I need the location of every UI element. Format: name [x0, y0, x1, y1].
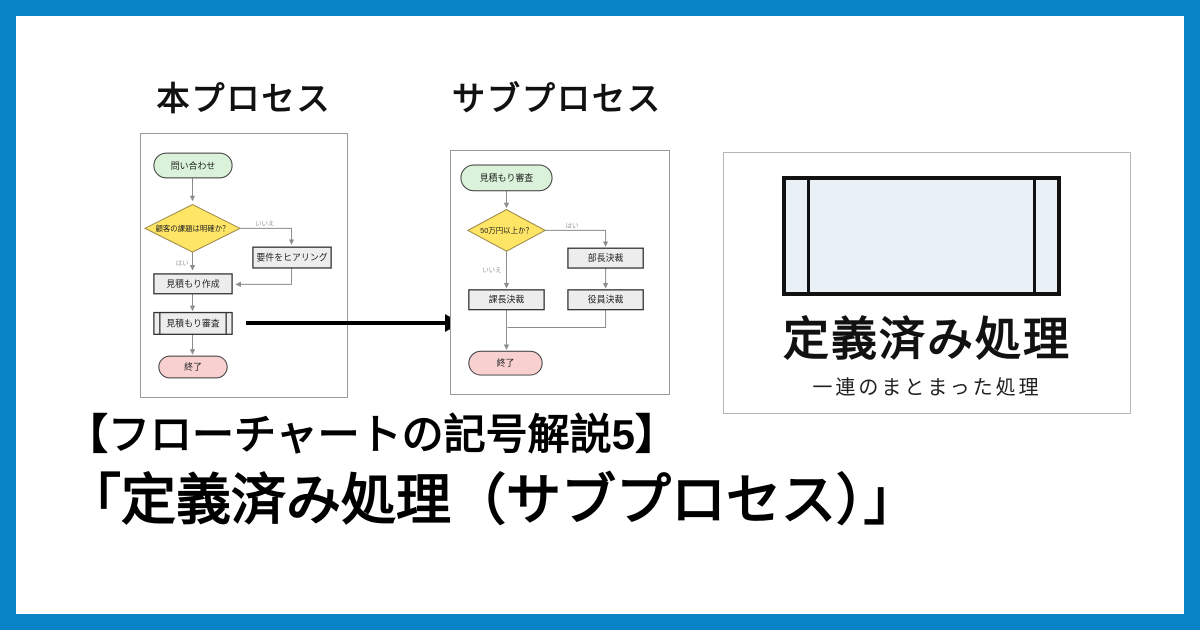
main-to-sub-arrow — [246, 314, 461, 332]
main-process-panel: はい いいえ 問い合わせ 顧客の課題は明確か？ 要件をヒアリング 見積もり作成 … — [140, 133, 348, 398]
predefined-process-symbol — [782, 176, 1061, 296]
node-end-label: 終了 — [184, 361, 202, 372]
connector-executive-merge — [507, 309, 607, 328]
node-review-label: 見積もり審査 — [166, 317, 220, 328]
node-decision-label: 50万円以上か？ — [480, 226, 533, 235]
content-area: 本プロセス サブプロセス はい いいえ 問い合わせ 顧客の課題は明確か？ — [16, 16, 1184, 614]
node-create-process — [153, 273, 233, 295]
node-end-label: 終了 — [497, 357, 515, 368]
symbol-card: 定義済み処理 一連のまとまった処理 — [723, 152, 1131, 414]
node-decision-diamond — [466, 209, 547, 252]
symbol-bar-left — [807, 180, 810, 292]
symbol-name: 定義済み処理 — [783, 313, 1071, 365]
node-decision-label: 顧客の課題は明確か？ — [155, 223, 229, 233]
node-executive-process — [567, 289, 644, 311]
caption-line2: 「定義済み処理（サブプロセス）」 — [66, 469, 919, 531]
main-process-flowchart: はい いいえ 問い合わせ 顧客の課題は明確か？ 要件をヒアリング 見積もり作成 … — [143, 152, 332, 379]
branch-label-no: いいえ — [255, 219, 274, 227]
branch-label-yes: はい — [565, 221, 578, 229]
node-section-process — [468, 289, 545, 311]
branch-label-yes: はい — [176, 259, 189, 267]
node-start-terminator — [460, 164, 553, 192]
node-hearing-label: 要件をヒアリング — [256, 252, 327, 263]
caption-line1: 【フローチャートの記号解説5】 — [66, 411, 677, 458]
connector-decision-hearing — [240, 227, 295, 245]
connector-decision-manager — [545, 229, 609, 247]
caption: 【フローチャートの記号解説5】 「定義済み処理（サブプロセス）」 — [66, 408, 919, 538]
node-create-label: 見積もり作成 — [166, 278, 220, 289]
node-end-terminator — [158, 355, 228, 379]
node-decision-diamond — [143, 204, 242, 253]
node-review-predefined-process — [153, 311, 233, 335]
node-start-label: 問い合わせ — [171, 160, 216, 171]
node-end-terminator — [468, 350, 543, 376]
sub-process-panel: はい いいえ 見積もり審査 50万円以上か？ 部長決裁 役員決裁 課長決裁 終了 — [450, 150, 670, 395]
node-executive-label: 役員決裁 — [588, 294, 624, 305]
symbol-bar-right — [1033, 180, 1036, 292]
node-manager-label: 部長決裁 — [588, 252, 624, 263]
symbol-description: 一連のまとまった処理 — [812, 377, 1042, 399]
branch-label-no: いいえ — [482, 266, 501, 274]
node-section-label: 課長決裁 — [489, 294, 525, 305]
connector-hearing-create — [235, 267, 293, 288]
main-process-title: 本プロセス — [156, 80, 332, 117]
node-start-label: 見積もり審査 — [480, 172, 534, 183]
sub-process-title: サブプロセス — [452, 80, 662, 117]
node-start-terminator — [153, 152, 233, 179]
node-manager-process — [567, 247, 644, 269]
node-hearing-process — [252, 246, 332, 269]
sub-process-flowchart: はい いいえ 見積もり審査 50万円以上か？ 部長決裁 役員決裁 課長決裁 終了 — [460, 164, 644, 376]
